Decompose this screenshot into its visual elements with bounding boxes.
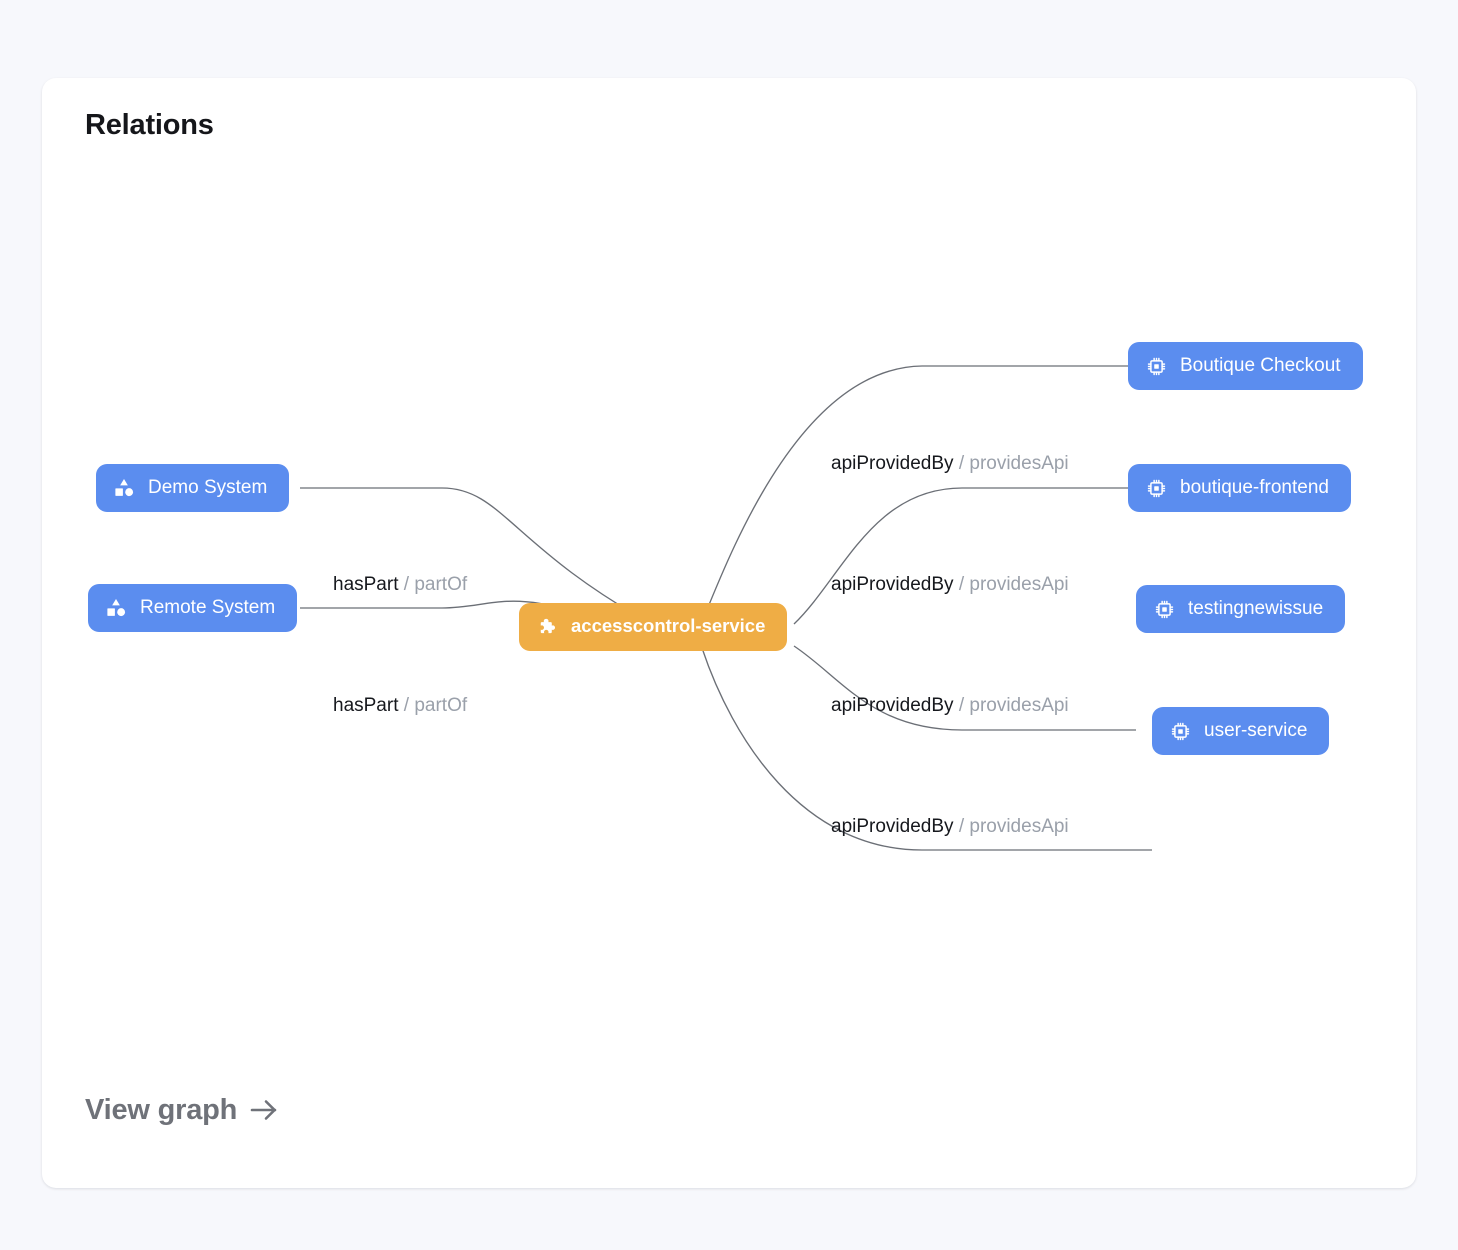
edge-separator: / [958, 816, 970, 837]
edge-label-boutique-checkout: apiProvidedBy / providesApi [831, 454, 1069, 473]
memory-chip-icon [1145, 477, 1167, 499]
edge-label-user-service: apiProvidedBy / providesApi [831, 817, 1069, 836]
memory-chip-icon [1153, 598, 1175, 620]
view-graph-label: View graph [85, 1094, 238, 1126]
graph-node-demo-system[interactable]: Demo System [96, 464, 290, 512]
memory-chip-icon [1145, 355, 1167, 377]
relations-card: Relations [42, 78, 1416, 1188]
edge-reverse-label: providesApi [969, 453, 1069, 474]
edge-label-boutique-frontend: apiProvidedBy / providesApi [831, 575, 1069, 594]
edge-line-testingnewissue [793, 645, 1136, 731]
edge-separator: / [958, 695, 970, 716]
edge-forward-label: apiProvidedBy [831, 453, 954, 474]
edge-reverse-label: providesApi [969, 695, 1069, 716]
edge-separator: / [403, 695, 415, 716]
edge-reverse-label: providesApi [969, 816, 1069, 837]
graph-node-boutique-checkout[interactable]: Boutique Checkout [1128, 342, 1363, 390]
edge-forward-label: apiProvidedBy [831, 695, 954, 716]
edge-forward-label: hasPart [333, 695, 399, 716]
edge-forward-label: apiProvidedBy [831, 574, 954, 595]
edge-reverse-label: partOf [414, 695, 468, 716]
edge-line-boutique-frontend [793, 487, 1128, 625]
page-title: Relations [85, 109, 214, 141]
edge-separator: / [958, 453, 970, 474]
edge-reverse-label: providesApi [969, 574, 1069, 595]
graph-node-label: Boutique Checkout [1180, 355, 1341, 376]
graph-node-label: Demo System [148, 477, 268, 498]
category-shapes-icon [113, 477, 135, 499]
edge-reverse-label: partOf [414, 574, 468, 595]
edge-separator: / [958, 574, 970, 595]
edge-forward-label: apiProvidedBy [831, 816, 954, 837]
graph-node-user-service[interactable]: user-service [1152, 707, 1330, 755]
puzzle-piece-icon [536, 616, 558, 638]
graph-node-testingnewissue[interactable]: testingnewissue [1136, 585, 1346, 633]
memory-chip-icon [1169, 720, 1191, 742]
graph-node-boutique-frontend[interactable]: boutique-frontend [1128, 464, 1351, 512]
edge-forward-label: hasPart [333, 574, 399, 595]
edge-label-remote-system: hasPart / partOf [333, 696, 467, 715]
graph-node-accesscontrol-service[interactable]: accesscontrol-service [519, 603, 788, 651]
relations-graph[interactable]: hasPart / partOf hasPart / partOf apiPro… [42, 78, 1416, 1188]
graph-node-label: accesscontrol-service [571, 615, 766, 637]
arrow-right-icon [249, 1096, 279, 1126]
graph-node-label: boutique-frontend [1180, 477, 1329, 498]
graph-node-label: Remote System [140, 597, 276, 618]
edge-label-demo-system: hasPart / partOf [333, 575, 467, 594]
edge-separator: / [403, 574, 415, 595]
edge-label-testingnewissue: apiProvidedBy / providesApi [831, 696, 1069, 715]
category-shapes-icon [105, 597, 127, 619]
view-graph-link[interactable]: View graph [85, 1094, 279, 1127]
graph-node-label: user-service [1204, 720, 1308, 741]
graph-node-label: testingnewissue [1188, 598, 1324, 619]
graph-node-remote-system[interactable]: Remote System [88, 584, 298, 632]
